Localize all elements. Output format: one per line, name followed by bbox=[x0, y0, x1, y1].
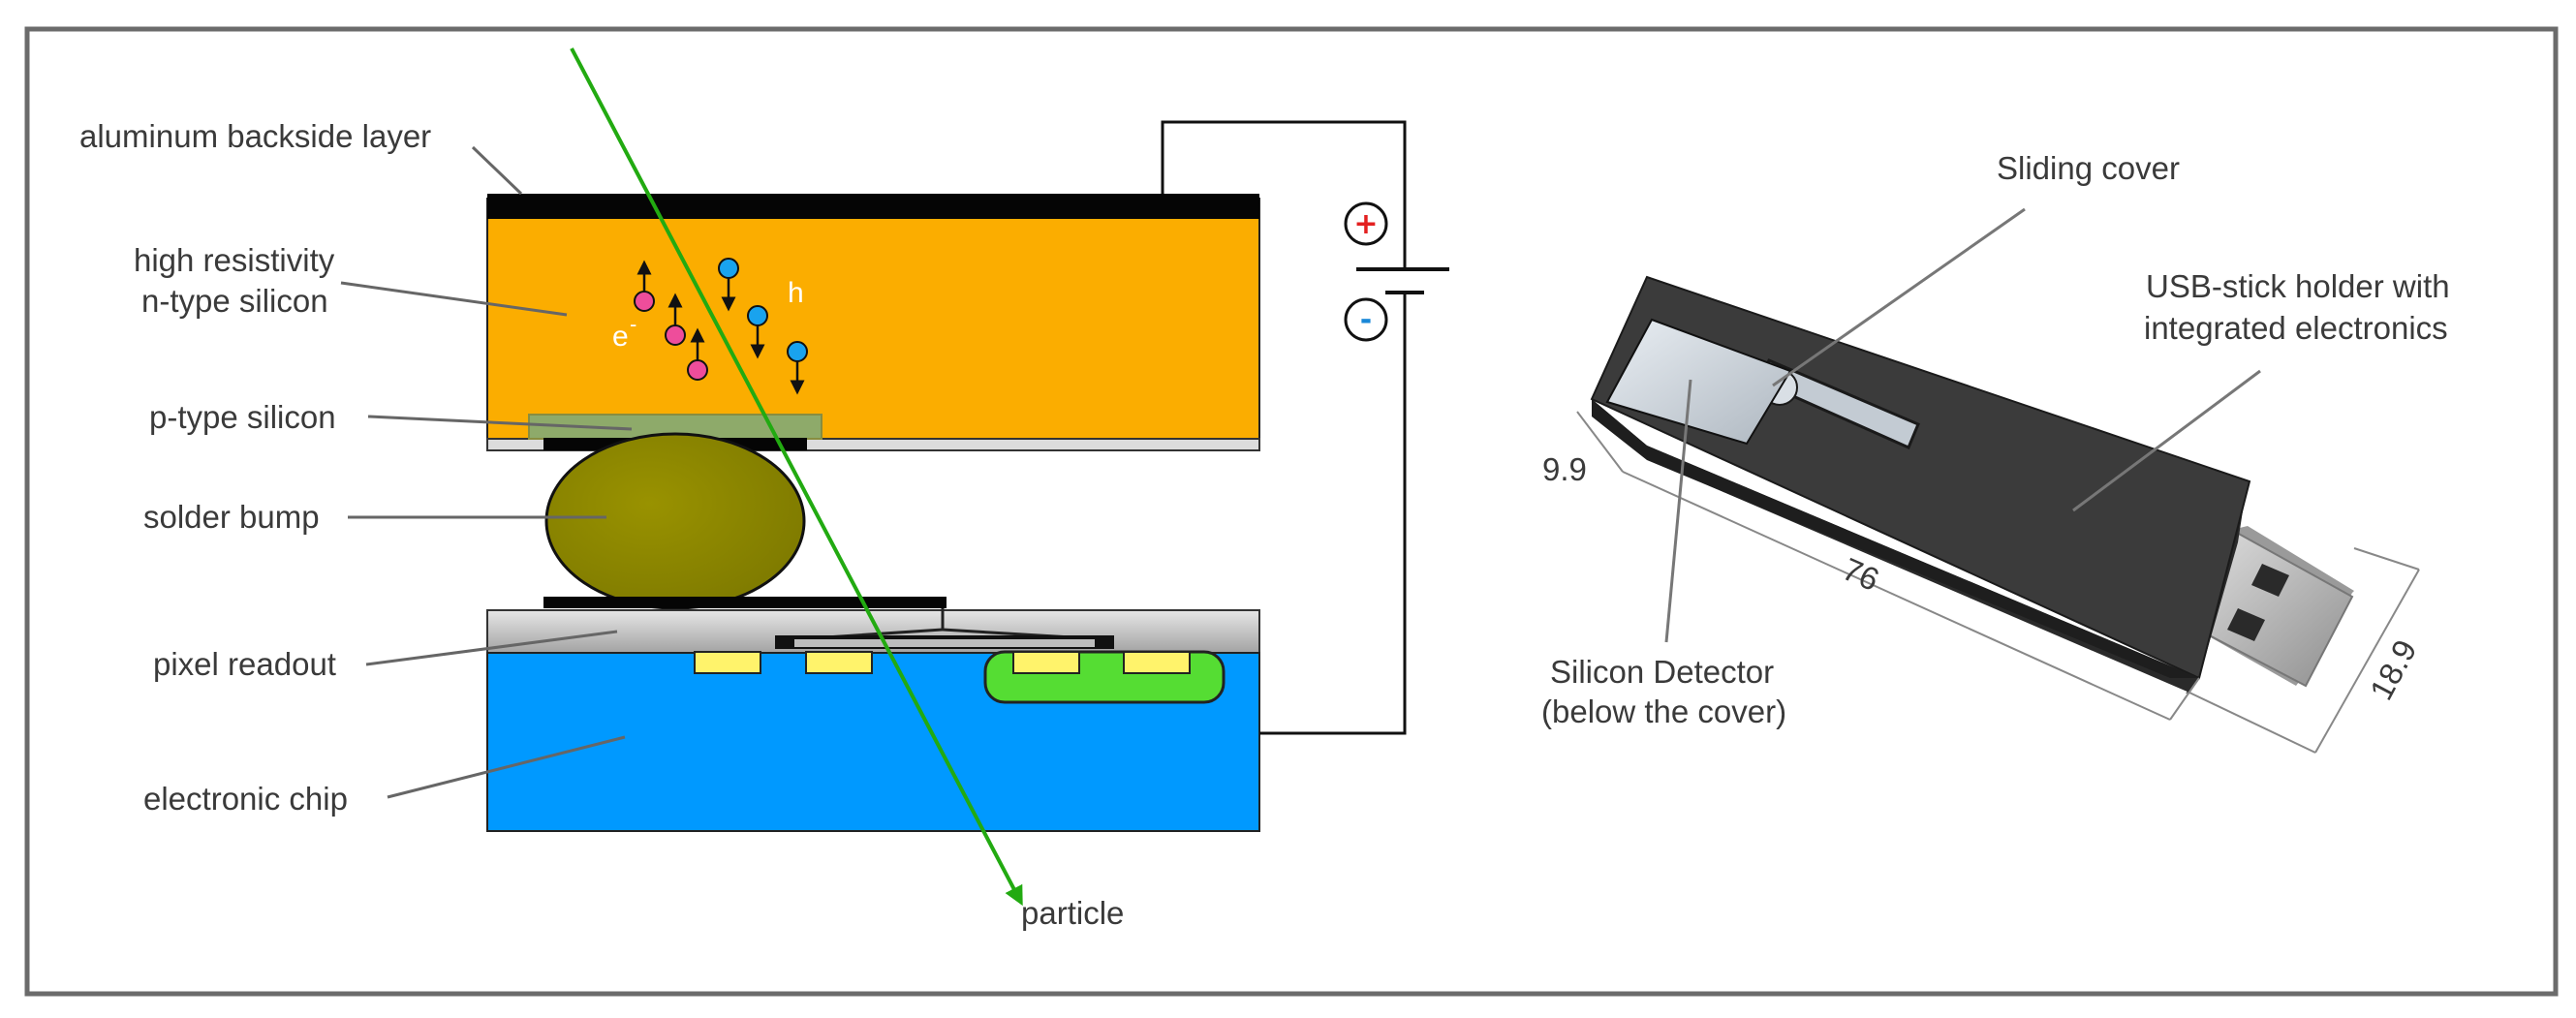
aluminum-label: aluminum backside layer bbox=[79, 118, 431, 154]
dimension-line bbox=[2169, 677, 2200, 721]
readout-pad bbox=[1123, 651, 1191, 674]
hole-carrier bbox=[747, 305, 768, 359]
usb-plug-hole bbox=[2251, 564, 2289, 597]
usb-holder-label-1: USB-stick holder with bbox=[2146, 268, 2450, 304]
particle-track bbox=[570, 47, 1023, 907]
hole-label: h bbox=[788, 277, 804, 309]
readout-pad bbox=[694, 651, 761, 674]
circuit-wire-bottom bbox=[1259, 293, 1407, 735]
n-type-silicon-layer bbox=[486, 198, 1260, 442]
solder-bump-label: solder bump bbox=[143, 499, 320, 535]
usb-holder-label-2: integrated electronics bbox=[2144, 310, 2448, 346]
high-resistivity-label-1: high resistivity bbox=[134, 242, 335, 278]
battery-minus-symbol bbox=[1344, 297, 1388, 342]
pixel-readout-label: pixel readout bbox=[153, 646, 336, 682]
dimension-height-label: 9.9 bbox=[1542, 451, 1587, 487]
p-type-label: p-type silicon bbox=[149, 399, 336, 435]
leader-line bbox=[1664, 379, 1692, 643]
dimension-width-label: 18.9 bbox=[2363, 633, 2424, 705]
battery-plus-label: + bbox=[1353, 207, 1378, 241]
leader-line bbox=[2072, 369, 2261, 512]
leader-line bbox=[387, 735, 626, 799]
electron-superscript: - bbox=[630, 312, 636, 336]
electron-carrier bbox=[665, 293, 686, 346]
cross-section-diagram: + - e - h bbox=[79, 47, 1449, 931]
usb-plug-hole bbox=[2227, 608, 2265, 641]
dimension-line bbox=[2188, 692, 2316, 754]
electron-carrier bbox=[687, 327, 708, 381]
readout-pad bbox=[805, 651, 873, 674]
sliding-cover-label: Sliding cover bbox=[1997, 150, 2180, 186]
dimension-line bbox=[1622, 471, 2171, 721]
battery-plus-symbol bbox=[1344, 201, 1388, 246]
hole-carrier bbox=[787, 341, 808, 395]
solder-bump bbox=[544, 432, 806, 610]
detector-window bbox=[1605, 318, 1792, 446]
dimension-line bbox=[1576, 411, 1624, 473]
leader-line bbox=[365, 630, 618, 666]
leader-line bbox=[340, 281, 568, 317]
electron-label: e bbox=[612, 321, 629, 353]
silicon-detector-label-1: Silicon Detector bbox=[1550, 654, 1774, 690]
dimension-line bbox=[2314, 569, 2420, 754]
particle-label: particle bbox=[1021, 895, 1124, 931]
leader-line bbox=[367, 415, 633, 431]
lower-bump-pad bbox=[543, 597, 947, 608]
readout-contact-inner bbox=[794, 639, 1095, 647]
hole-carrier bbox=[718, 258, 739, 312]
electronic-chip-label: electronic chip bbox=[143, 781, 348, 817]
dimension-line bbox=[2353, 547, 2420, 571]
aluminum-backside-layer bbox=[487, 194, 1259, 219]
usb-detector-diagram: Sliding cover USB-stick holder with inte… bbox=[1541, 150, 2450, 754]
circuit-wire-top bbox=[1161, 120, 1407, 269]
leader-line bbox=[1772, 207, 2026, 387]
readout-pad bbox=[1012, 651, 1080, 674]
high-resistivity-label-2: n-type silicon bbox=[141, 283, 328, 319]
battery-minus-label: - bbox=[1360, 303, 1372, 337]
figure-frame bbox=[24, 26, 2559, 997]
silicon-detector-label-2: (below the cover) bbox=[1541, 694, 1786, 729]
electron-carrier bbox=[634, 260, 655, 312]
leader-line bbox=[471, 145, 523, 196]
